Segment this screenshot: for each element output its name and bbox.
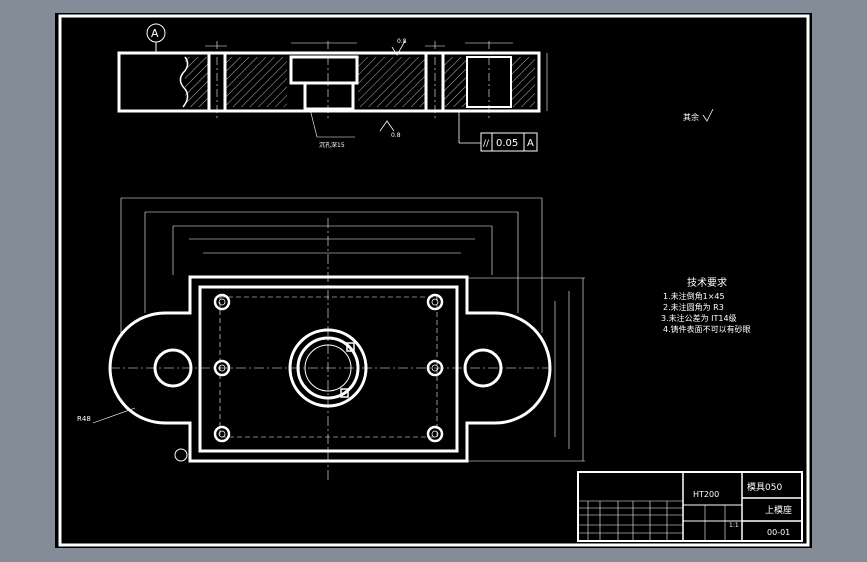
drawing-border (58, 14, 810, 547)
tech-req-item: 4.铸件表面不可以有砂眼 (663, 324, 751, 334)
bolt-hole-inner (218, 364, 226, 372)
center-bore (303, 81, 355, 111)
plate-outline (108, 275, 552, 463)
gdt-frame[interactable] (480, 132, 538, 152)
hatch-region-4 (443, 57, 467, 107)
bolt-hole-inner (218, 298, 226, 306)
datum-label: A (151, 27, 159, 40)
bolt-hole[interactable] (426, 293, 444, 311)
keyway (340, 388, 349, 398)
roughness-note-text: 其余 (683, 112, 699, 122)
bolt-hole-inner (431, 298, 439, 306)
surface-finish-symbol (391, 40, 406, 56)
hole-note-text: 沉孔深15 (319, 141, 345, 149)
break-line (179, 56, 189, 108)
bolt-hole[interactable] (213, 359, 231, 377)
surface-finish-bottom-text: 0.8 (391, 132, 401, 139)
cad-drawing-canvas[interactable]: A 0.8 0.8 沉孔深15 // 0.05 A 其余 (55, 13, 812, 548)
bolt-hole[interactable] (426, 359, 444, 377)
surface-finish-left-text: 0.8 (397, 38, 407, 45)
tech-req-title: 技术要求 (687, 276, 727, 289)
drawing-viewport[interactable]: A 0.8 0.8 沉孔深15 // 0.05 A 其余 (55, 13, 812, 548)
tech-req-item: 3.未注公差为 IT14级 (661, 313, 737, 323)
part-name-text: 上模座 (765, 504, 792, 516)
center-pocket (289, 55, 359, 85)
center-bore-outer[interactable] (288, 328, 368, 408)
technical-requirements: 技术要求 1.未注倒角1×45 2.未注圆角为 R3 3.未注公差为 IT14级… (661, 276, 751, 334)
keyway (346, 342, 355, 352)
hatch-region-2 (225, 57, 287, 107)
title-block[interactable]: HT200 模具050 上模座 00-01 1:1 (577, 471, 803, 542)
bolt-hole-inner (218, 430, 226, 438)
bolt-hole-inner (431, 364, 439, 372)
bolt-hole[interactable] (213, 425, 231, 443)
bolt-hole[interactable] (213, 293, 231, 311)
ear-hole-right[interactable] (463, 348, 503, 388)
gdt-value: 0.05 (496, 138, 518, 149)
drawing-number-text: 00-01 (767, 528, 790, 537)
radius-leader (92, 407, 136, 424)
gdt-symbol: // (483, 139, 490, 149)
roughness-symbol (702, 108, 714, 122)
inner-recess (219, 296, 438, 438)
section-plate-outline (117, 51, 541, 113)
hatch-region-5 (511, 57, 535, 107)
radius-leader-label: R48 (77, 415, 91, 423)
hatch-region-1 (185, 57, 209, 107)
bolt-hole[interactable] (426, 425, 444, 443)
drawing-name-text: 模具050 (747, 482, 782, 493)
note-leader (309, 108, 318, 138)
surface-finish-symbol (379, 120, 395, 132)
part-balloon[interactable] (174, 448, 188, 462)
hatch-region-3 (358, 57, 426, 107)
plan-view[interactable]: R48 (77, 197, 585, 483)
scale-text: 1:1 (729, 522, 739, 529)
title-block-frame (577, 471, 803, 542)
gdt-datum: A (527, 138, 534, 149)
material-text: HT200 (693, 490, 719, 499)
ear-hole-left[interactable] (153, 348, 193, 388)
tech-req-item: 2.未注圆角为 R3 (663, 302, 724, 312)
tech-req-item: 1.未注倒角1×45 (663, 291, 725, 301)
bolt-hole-inner (431, 430, 439, 438)
section-view[interactable]: A 0.8 0.8 沉孔深15 // 0.05 A (117, 23, 548, 152)
center-bore-inner (304, 344, 352, 392)
center-bore-mid (296, 336, 360, 400)
inner-boss (198, 285, 459, 453)
